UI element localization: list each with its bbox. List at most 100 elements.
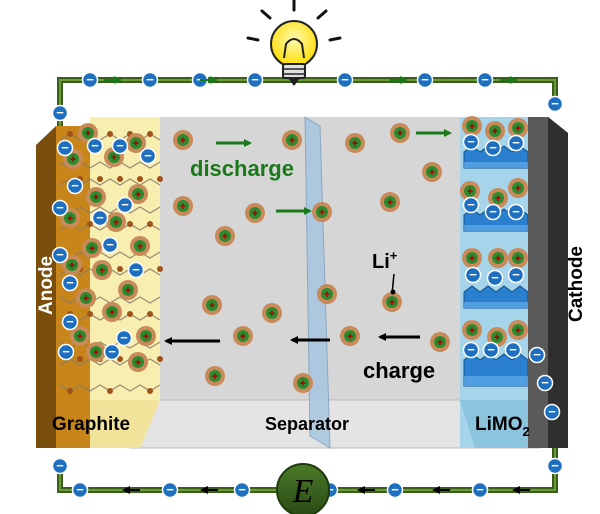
svg-text:+: + — [492, 126, 498, 138]
electron: − — [103, 343, 121, 361]
svg-text:−: − — [108, 344, 116, 359]
lithium-ion: + — [245, 203, 265, 223]
electron: − — [507, 266, 525, 284]
svg-text:+: + — [111, 152, 117, 164]
electron: − — [56, 139, 74, 157]
svg-text:−: − — [166, 482, 174, 497]
electron: − — [51, 104, 69, 122]
svg-text:−: − — [512, 267, 520, 282]
svg-text:+: + — [515, 123, 521, 135]
emf-symbol: E — [292, 473, 314, 510]
lithium-ion: + — [422, 162, 442, 182]
svg-text:−: − — [120, 330, 128, 345]
electron: − — [111, 137, 129, 155]
electron: − — [61, 274, 79, 292]
lithium-ion: + — [462, 320, 482, 340]
svg-text:−: − — [326, 482, 334, 497]
electron: − — [546, 95, 564, 113]
svg-text:−: − — [106, 237, 114, 252]
cathode-label: Cathode — [566, 246, 587, 322]
svg-text:−: − — [144, 148, 152, 163]
lithium-ion: + — [485, 121, 505, 141]
svg-text:+: + — [69, 260, 75, 272]
svg-text:−: − — [467, 134, 475, 149]
electron: − — [507, 134, 525, 152]
svg-text:+: + — [352, 138, 358, 150]
svg-text:−: − — [489, 140, 497, 155]
svg-text:−: − — [341, 72, 349, 87]
lithium-ion: + — [128, 352, 148, 372]
svg-text:−: − — [146, 72, 154, 87]
svg-text:−: − — [56, 458, 64, 473]
svg-text:−: − — [96, 210, 104, 225]
electron: − — [51, 246, 69, 264]
electron: − — [161, 481, 179, 499]
svg-text:+: + — [240, 331, 246, 343]
svg-text:+: + — [93, 347, 99, 359]
svg-text:−: − — [512, 135, 520, 150]
electron: − — [116, 196, 134, 214]
svg-text:−: − — [121, 197, 129, 212]
svg-text:+: + — [467, 186, 473, 198]
svg-text:−: − — [551, 96, 559, 111]
electron: − — [66, 177, 84, 195]
svg-text:−: − — [238, 482, 246, 497]
electron: − — [51, 457, 69, 475]
lithium-ion: + — [62, 255, 82, 275]
lithium-ion: + — [173, 196, 193, 216]
svg-text:+: + — [347, 331, 353, 343]
svg-text:−: − — [76, 482, 84, 497]
lithium-ion: + — [508, 320, 528, 340]
svg-text:+: + — [252, 208, 258, 220]
lithium-ion: + — [508, 248, 528, 268]
lithium-ion: + — [508, 118, 528, 138]
svg-text:+: + — [437, 337, 443, 349]
svg-text:+: + — [469, 325, 475, 337]
svg-text:+: + — [180, 201, 186, 213]
svg-text:+: + — [113, 217, 119, 229]
electron: − — [416, 71, 434, 89]
svg-text:−: − — [116, 138, 124, 153]
svg-text:+: + — [212, 371, 218, 383]
electron: − — [484, 139, 502, 157]
svg-text:+: + — [300, 378, 306, 390]
lithium-ion: + — [130, 236, 150, 256]
svg-text:+: + — [389, 297, 395, 309]
ion-flow-arrows — [164, 129, 452, 345]
svg-text:+: + — [109, 307, 115, 319]
lithium-ion: + — [128, 184, 148, 204]
electron: − — [462, 196, 480, 214]
svg-text:+: + — [289, 135, 295, 147]
svg-text:+: + — [135, 189, 141, 201]
wire-flow-arrows — [104, 76, 530, 494]
svg-text:+: + — [515, 325, 521, 337]
svg-text:−: − — [487, 342, 495, 357]
lithium-ion: + — [202, 295, 222, 315]
svg-text:+: + — [93, 192, 99, 204]
svg-text:+: + — [469, 121, 475, 133]
voltage-source-icon: E — [276, 463, 330, 514]
lithium-ion: + — [205, 366, 225, 386]
electron: − — [141, 71, 159, 89]
svg-text:−: − — [533, 347, 541, 362]
lithium-ion: + — [382, 292, 402, 312]
lithium-ion: + — [380, 192, 400, 212]
electron: − — [462, 133, 480, 151]
svg-text:+: + — [77, 331, 83, 343]
electron: − — [462, 341, 480, 359]
svg-text:−: − — [481, 72, 489, 87]
svg-text:−: − — [86, 72, 94, 87]
svg-text:+: + — [494, 332, 500, 344]
svg-text:+: + — [133, 138, 139, 150]
cathode-current-collector — [528, 117, 568, 448]
lithium-ion: + — [462, 116, 482, 136]
separator-label: Separator — [265, 414, 349, 434]
lithium-ion: + — [60, 208, 80, 228]
electron: − — [115, 329, 133, 347]
electron: − — [51, 199, 69, 217]
lithium-ion: + — [215, 226, 235, 246]
limo2-label: LiMO2 — [475, 414, 530, 439]
lithium-ion: + — [173, 130, 193, 150]
svg-text:−: − — [469, 267, 477, 282]
electron: − — [61, 313, 79, 331]
